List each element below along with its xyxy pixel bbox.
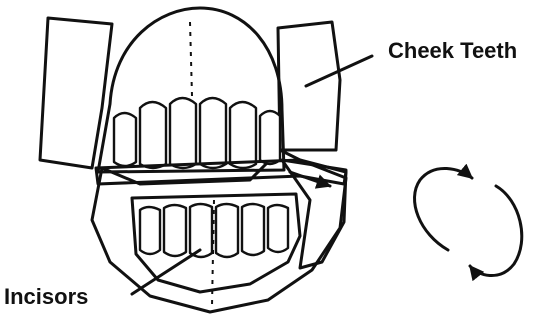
upper-jaw — [98, 8, 284, 172]
lower-jaw — [92, 150, 346, 312]
upper-incisors — [114, 98, 280, 168]
incisors-leader-line — [132, 250, 200, 294]
cheek-teeth-label: Cheek Teeth — [388, 38, 517, 63]
incisors-label: Incisors — [4, 284, 88, 309]
rotation-arrow-icon — [415, 168, 522, 275]
